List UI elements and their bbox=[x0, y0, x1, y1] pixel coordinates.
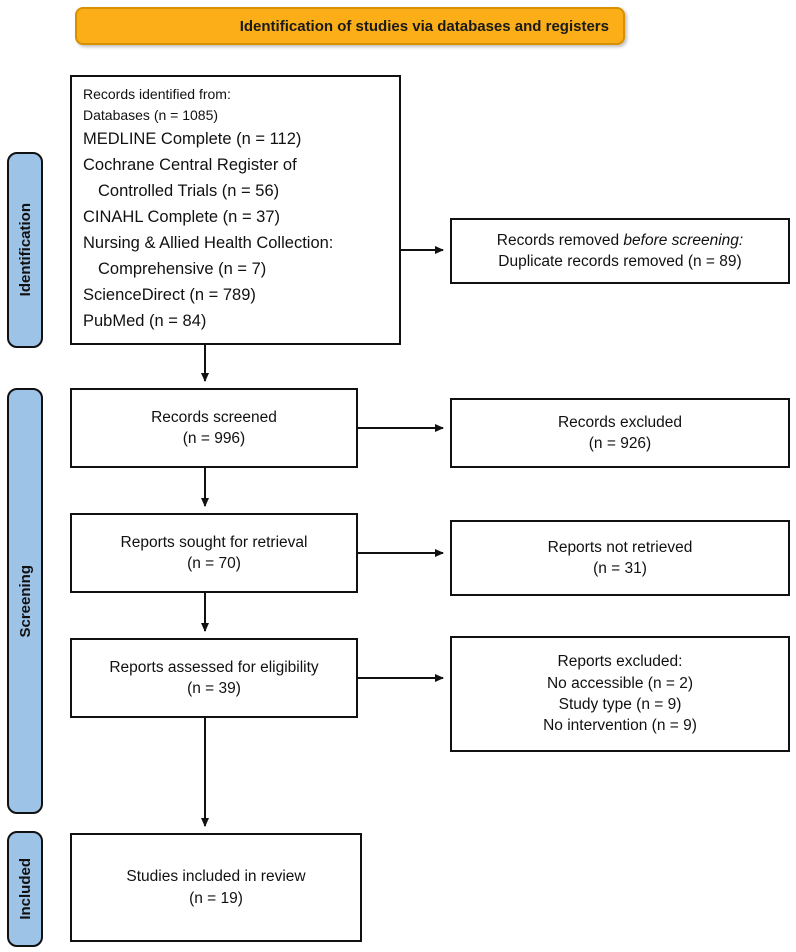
removed-line-1: Records removed before screening: bbox=[452, 230, 788, 251]
assessed-line-2: (n = 39) bbox=[187, 680, 241, 697]
banner-title: Identification of studies via databases … bbox=[239, 17, 609, 35]
removed-italic: before screening: bbox=[623, 231, 744, 249]
screened-line-2: (n = 996) bbox=[182, 430, 246, 447]
not-retrieved-line-1: Reports not retrieved bbox=[547, 538, 693, 556]
identified-line: CINAHL Complete (n = 37) bbox=[83, 208, 281, 226]
identified-line: Comprehensive (n = 7) bbox=[98, 260, 267, 278]
screened-line-1: Records screened bbox=[151, 408, 277, 426]
box-reports-excluded: Reports excluded: No accessible (n = 2) … bbox=[450, 636, 790, 752]
box-records-excluded: Records excluded (n = 926) bbox=[450, 398, 790, 468]
banner: Identification of studies via databases … bbox=[75, 7, 625, 45]
stage-label-screening: Screening bbox=[16, 564, 34, 638]
reports-excluded-line: No intervention (n = 9) bbox=[543, 717, 697, 735]
removed-prefix: Records removed bbox=[496, 231, 624, 249]
box-studies-included: Studies included in review (n = 19) bbox=[70, 833, 362, 942]
excluded-line-1: Records excluded bbox=[557, 413, 683, 431]
identified-line: Cochrane Central Register of bbox=[83, 156, 297, 174]
not-retrieved-line-2: (n = 31) bbox=[593, 560, 647, 577]
reports-excluded-line: No accessible (n = 2) bbox=[546, 674, 694, 692]
identified-line: Databases (n = 1085) bbox=[83, 107, 219, 123]
identified-line: MEDLINE Complete (n = 112) bbox=[83, 130, 302, 148]
stage-bar-screening: Screening bbox=[7, 388, 43, 814]
removed-line-2: Duplicate records removed (n = 89) bbox=[498, 253, 742, 270]
box-records-identified: Records identified from: Databases (n = … bbox=[70, 75, 401, 345]
box-records-screened: Records screened (n = 996) bbox=[70, 388, 358, 468]
reports-excluded-line: Study type (n = 9) bbox=[558, 696, 682, 713]
box-reports-sought: Reports sought for retrieval (n = 70) bbox=[70, 513, 358, 593]
excluded-line-2: (n = 926) bbox=[588, 435, 652, 452]
stage-bar-included: Included bbox=[7, 831, 43, 947]
identified-line: Nursing & Allied Health Collection: bbox=[83, 234, 334, 252]
identified-line: PubMed (n = 84) bbox=[83, 312, 207, 330]
box-reports-not-retrieved: Reports not retrieved (n = 31) bbox=[450, 520, 790, 596]
identified-line: Records identified from: bbox=[83, 86, 231, 102]
included-line-1: Studies included in review bbox=[126, 868, 306, 886]
stage-label-identification: Identification bbox=[16, 203, 34, 297]
stage-bar-identification: Identification bbox=[7, 152, 43, 348]
box-reports-assessed: Reports assessed for eligibility (n = 39… bbox=[70, 638, 358, 718]
reports-excluded-line: Reports excluded: bbox=[557, 653, 683, 671]
identified-line: ScienceDirect (n = 789) bbox=[83, 286, 256, 304]
included-line-2: (n = 19) bbox=[189, 889, 243, 907]
identified-line: Controlled Trials (n = 56) bbox=[98, 182, 280, 200]
sought-line-1: Reports sought for retrieval bbox=[120, 533, 308, 551]
sought-line-2: (n = 70) bbox=[187, 555, 241, 572]
box-records-removed: Records removed before screening: Duplic… bbox=[450, 218, 790, 284]
stage-label-included: Included bbox=[16, 858, 34, 920]
assessed-line-1: Reports assessed for eligibility bbox=[109, 658, 319, 676]
